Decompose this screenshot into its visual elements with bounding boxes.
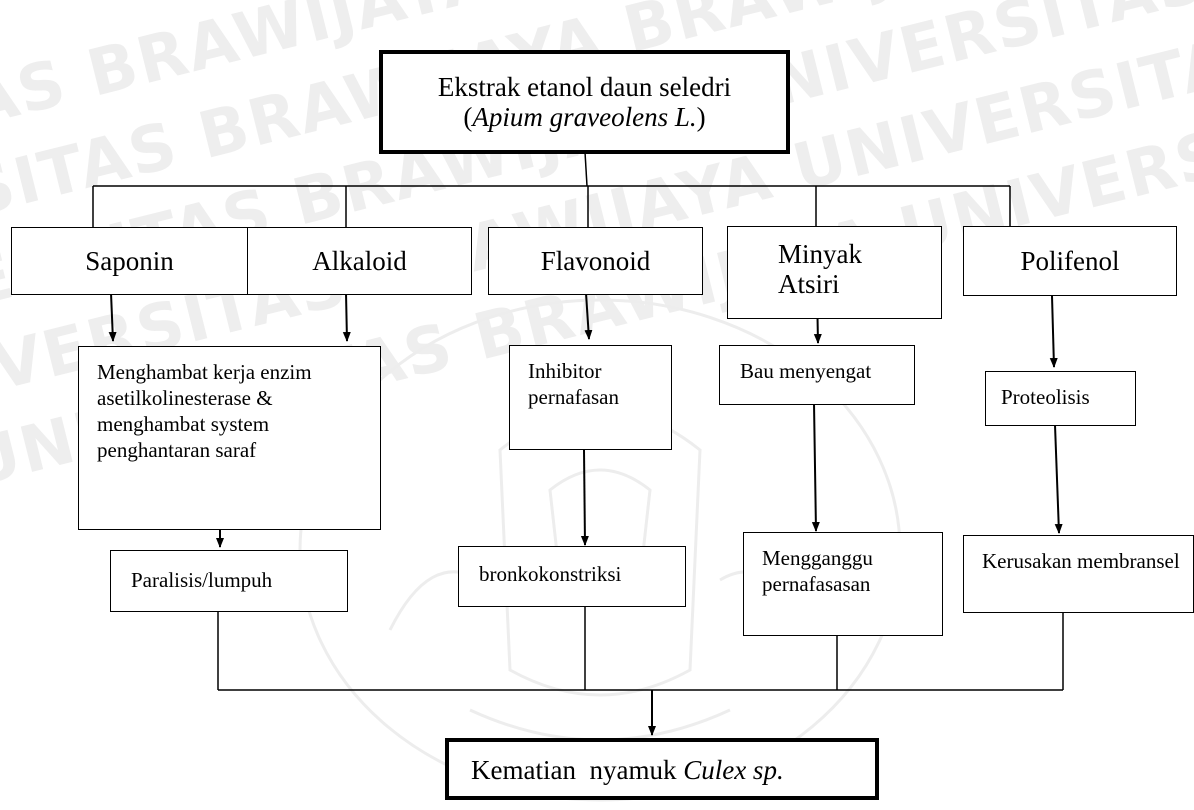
outcome-bronkokonstriksi-label: bronkokonstriksi (479, 562, 622, 586)
compound-minyak-atsiri-box: Minyak Atsiri (727, 226, 942, 319)
outcome-kerusakan-box: Kerusakan membransel (963, 535, 1194, 613)
effect-inhibitor-box: Inhibitor pernafasan (509, 345, 672, 450)
effect-menghambat-label: Menghambat kerja enzim asetilkolinestera… (97, 360, 312, 462)
outcome-mengganggu-label: Mengganggu pernafasasan (762, 546, 873, 596)
outcome-kerusakan-label: Kerusakan membransel (982, 549, 1180, 573)
compound-flavonoid-label: Flavonoid (540, 246, 651, 276)
compound-alkaloid-box: Alkaloid (247, 227, 472, 295)
source-extract-box: Ekstrak etanol daun seledri (Apium grave… (379, 50, 790, 154)
outcome-paralisis-box: Paralisis/lumpuh (110, 550, 348, 612)
compound-saponin-box: Saponin (11, 227, 248, 295)
outcome-mengganggu-box: Mengganggu pernafasasan (743, 532, 943, 636)
source-extract-species: (Apium graveolens L.) (463, 102, 706, 132)
effect-proteolisis-label: Proteolisis (1001, 385, 1090, 409)
effect-inhibitor-label: Inhibitor pernafasan (528, 359, 619, 409)
compound-polifenol-box: Polifenol (963, 226, 1177, 296)
effect-bau-box: Bau menyengat (719, 345, 915, 405)
compound-saponin-label: Saponin (85, 246, 174, 276)
effect-proteolisis-box: Proteolisis (985, 371, 1136, 426)
compound-alkaloid-label: Alkaloid (312, 246, 407, 276)
effect-menghambat-box: Menghambat kerja enzim asetilkolinestera… (78, 346, 381, 530)
source-extract-title: Ekstrak etanol daun seledri (437, 72, 732, 102)
outcome-paralisis-label: Paralisis/lumpuh (131, 568, 273, 592)
effect-bau-label: Bau menyengat (740, 359, 872, 383)
compound-polifenol-label: Polifenol (1020, 246, 1120, 276)
compound-minyak-atsiri-label: Minyak Atsiri (778, 239, 862, 299)
result-box: Kematian nyamuk Culex sp. (445, 738, 879, 800)
compound-flavonoid-box: Flavonoid (488, 227, 703, 295)
outcome-bronkokonstriksi-box: bronkokonstriksi (458, 546, 686, 607)
result-label: Kematian nyamuk Culex sp. (471, 755, 784, 785)
